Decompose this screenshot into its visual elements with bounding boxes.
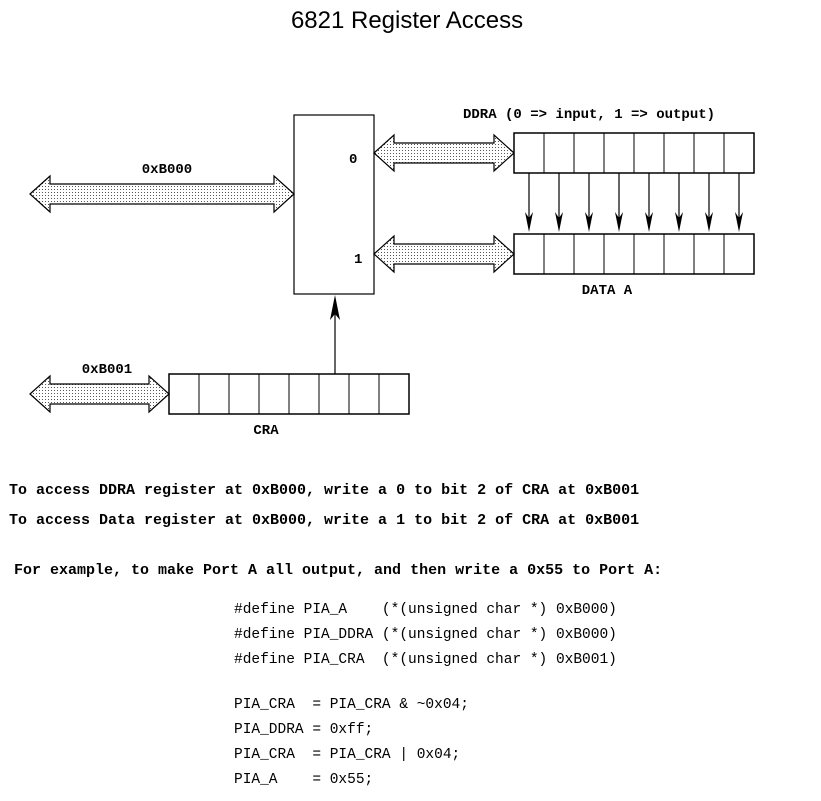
code-define-line: #define PIA_A (*(unsigned char *) 0xB000… [234,602,617,618]
cra-register-bits [198,374,380,414]
direction-arrowhead [525,212,533,232]
cra-label: CRA [253,423,279,439]
bus-0xb001-arrow [29,374,170,414]
direction-arrowhead [735,212,743,232]
note-ddra-access: To access DDRA register at 0xB000, write… [9,482,639,499]
code-statement-line: PIA_A = 0x55; [234,772,373,788]
ddra-description-label: DDRA (0 => input, 1 => output) [463,107,715,123]
code-statement-line: PIA_CRA = PIA_CRA & ~0x04; [234,697,469,713]
cra-register [168,373,410,415]
data-a-register-bits [543,234,725,274]
bus-ddra-arrow [373,133,515,173]
bus-data-a-arrow [373,234,515,274]
mux-input-1-label: 1 [354,252,362,268]
direction-arrowhead [615,212,623,232]
code-statement-line: PIA_DDRA = 0xff; [234,722,373,738]
code-define-line: #define PIA_CRA (*(unsigned char *) 0xB0… [234,652,617,668]
data-a-register [513,233,755,275]
mux-input-0-label: 0 [349,152,357,168]
page-title: 6821 Register Access [291,7,523,34]
direction-arrowhead [675,212,683,232]
direction-arrowhead [585,212,593,232]
example-intro: For example, to make Port A all output, … [14,562,662,579]
bus-0xb001-label: 0xB001 [82,362,132,378]
ddra-register [513,132,755,174]
direction-arrowhead [555,212,563,232]
bus-0xb000-arrow [29,174,295,214]
ddra-to-data-arrows [525,173,743,232]
bus-0xb000-label: 0xB000 [142,162,192,178]
cra-select-arrowhead [330,295,340,320]
code-define-line: #define PIA_DDRA (*(unsigned char *) 0xB… [234,627,617,643]
direction-arrowhead [705,212,713,232]
note-data-access: To access Data register at 0xB000, write… [9,512,639,529]
ddra-register-bits [543,133,725,173]
register-select-box [293,114,375,295]
data-a-label: DATA A [582,283,633,299]
direction-arrowhead [645,212,653,232]
code-statement-line: PIA_CRA = PIA_CRA | 0x04; [234,747,460,763]
